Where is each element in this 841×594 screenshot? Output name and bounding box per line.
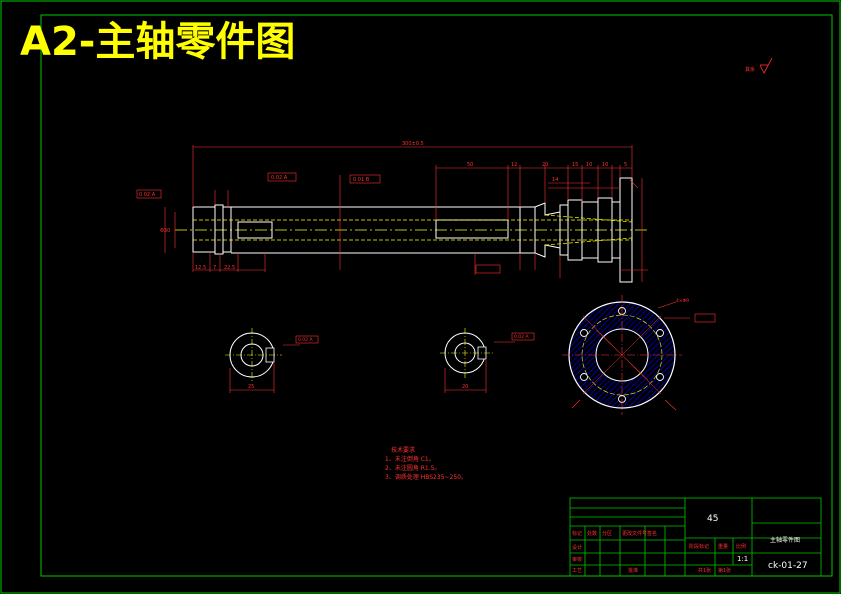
title-block-sheet-no: 第1张 [718,568,732,574]
drawing-title: A2-主轴零件图 [20,19,296,65]
dim-left-diam: Φ30 [160,228,170,234]
title-block-row-1: 标记 [572,531,583,537]
inner-frame [40,14,833,577]
roughness-label: 其余 [745,66,755,73]
dim-50: 50 [467,162,473,168]
dim-15: 15 [572,162,578,168]
note-item-1: 1、未注倒角 C1。 [385,456,435,463]
flange-view [562,295,716,415]
notes-heading: 技术要求 [391,447,416,454]
dim-10: 10 [586,162,592,168]
tol-left: 0.02 A [139,192,156,198]
title-block-part-name: 主轴零件图 [770,537,801,544]
title-block [569,497,822,577]
flange-hole-label: 4×Φ9 [676,298,689,304]
dimension-lines [164,145,648,282]
title-block-row-3: 审核 [572,557,583,563]
title-block-material: 45 [707,514,719,524]
dim-14: 14 [552,177,558,183]
title-block-header-1: 处数 [587,531,598,537]
dim-bottom-1: 12.5 [195,265,206,271]
title-block-row-4: 工艺 [572,568,583,574]
title-block-scale: 1:1 [737,555,749,563]
section-mid-width: 20 [462,384,468,390]
note-item-3: 3、调质处理 HBS235~250。 [385,474,467,481]
shaft-main-view [136,145,650,283]
dim-12: 12 [511,162,517,168]
dim-20: 20 [542,162,548,168]
dim-10b: 10 [602,162,608,168]
section-view-left [225,328,319,393]
title-block-scale-label: 比例 [736,544,747,550]
note-item-2: 2、未注圆角 R1.5。 [385,465,441,472]
dim-5: 5 [624,162,627,168]
section-left-width: 25 [248,384,254,390]
section-left-tol: 0.02 A [298,337,313,343]
title-block-approve: 批准 [628,568,639,574]
dimension-texts: 300±0.5 50 12 20 15 10 10 5 14 Φ30 12.5 … [139,141,627,271]
technical-requirements: 技术要求 1、未注倒角 C1。 2、未注圆角 R1.5。 3、调质处理 HBS2… [385,446,467,482]
title-block-header-2: 分区 [602,531,613,537]
title-block-header-4: 签名 [647,531,658,537]
section-mid-tol: 0.02 A [514,334,529,340]
bore-hidden-lines [193,214,633,246]
section-view-middle [440,328,535,393]
title-block-drawing-no: ck-01-27 [768,561,808,571]
title-block-weight-label: 重量 [718,544,729,550]
title-block-header-3: 更改文件号 [622,531,648,537]
tol-mid: 0.01 B [353,177,370,183]
dim-overall: 300±0.5 [402,141,424,147]
title-block-row-2: 设计 [572,545,583,551]
tolerance-frames [136,172,501,274]
tol-top: 0.02 A [271,175,288,181]
dim-bottom-2: 7 [213,265,216,271]
title-block-stage-label: 阶段标记 [689,544,710,550]
title-block-sheet-total: 共1张 [698,568,712,574]
roughness-symbol [759,57,773,74]
dim-bottom-3: 22.5 [224,265,235,271]
shaft-outline [192,177,633,283]
